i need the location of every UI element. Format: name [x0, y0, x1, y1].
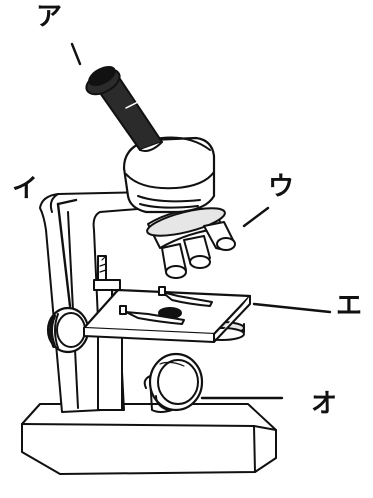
label-e: エ	[336, 293, 362, 319]
base	[22, 404, 276, 474]
leader-line-u	[244, 208, 268, 226]
label-a: ア	[36, 4, 62, 30]
label-u: ウ	[268, 174, 294, 200]
focus-knob	[48, 308, 88, 352]
objective-lenses	[145, 203, 235, 278]
leader-line-a	[72, 44, 80, 64]
label-i: イ	[12, 176, 38, 202]
microscope-head	[124, 138, 214, 212]
leader-line-e	[254, 304, 330, 312]
eyepiece	[82, 63, 162, 151]
label-o: オ	[311, 391, 337, 417]
